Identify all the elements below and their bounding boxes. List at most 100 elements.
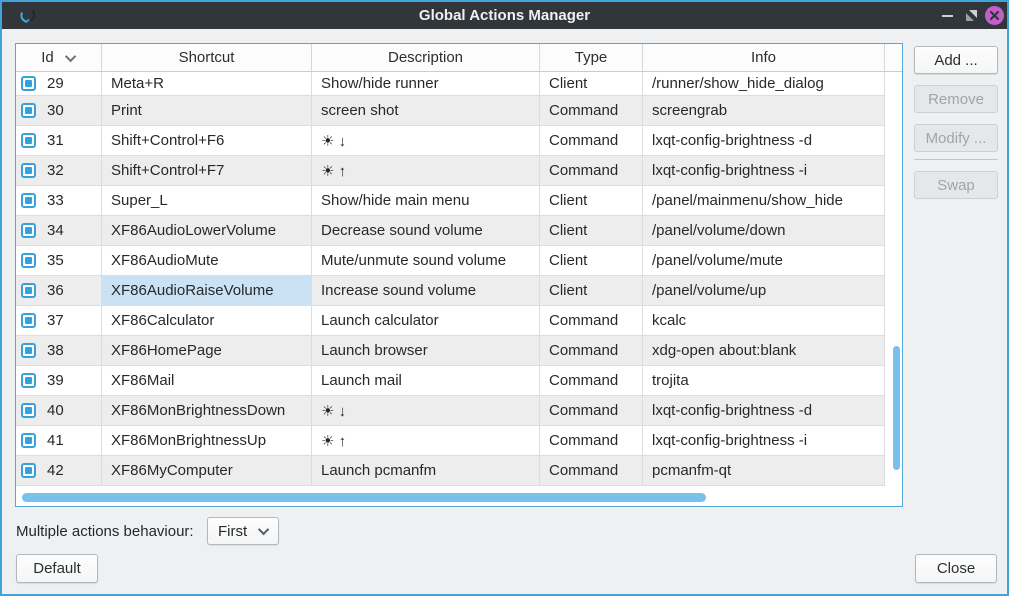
modify-button[interactable]: Modify ... [914, 124, 998, 152]
cell-info[interactable]: /panel/mainmenu/show_hide [643, 186, 885, 216]
column-header-description[interactable]: Description [312, 44, 540, 71]
row-checkbox[interactable] [21, 343, 36, 358]
cell-id[interactable]: 41 [16, 426, 102, 456]
table-row[interactable]: 41 XF86MonBrightnessUp ☀ ↑ Command lxqt-… [16, 426, 902, 456]
row-checkbox[interactable] [21, 223, 36, 238]
cell-shortcut[interactable]: XF86Calculator [102, 306, 312, 336]
cell-info[interactable]: lxqt-config-brightness -d [643, 126, 885, 156]
cell-id[interactable]: 33 [16, 186, 102, 216]
cell-type[interactable]: Client [540, 276, 643, 306]
close-window-button[interactable] [981, 2, 1007, 29]
cell-info[interactable]: lxqt-config-brightness -i [643, 156, 885, 186]
cell-info[interactable]: /panel/volume/down [643, 216, 885, 246]
cell-description[interactable]: Mute/unmute sound volume [312, 246, 540, 276]
cell-id[interactable]: 30 [16, 96, 102, 126]
cell-shortcut[interactable]: XF86MyComputer [102, 456, 312, 486]
cell-info[interactable]: /runner/show_hide_dialog [643, 72, 885, 96]
cell-type[interactable]: Command [540, 126, 643, 156]
vertical-scrollbar-thumb[interactable] [893, 346, 900, 470]
cell-info[interactable]: /panel/volume/up [643, 276, 885, 306]
cell-description[interactable]: Launch mail [312, 366, 540, 396]
cell-description[interactable]: Launch pcmanfm [312, 456, 540, 486]
cell-type[interactable]: Command [540, 306, 643, 336]
cell-shortcut[interactable]: XF86Mail [102, 366, 312, 396]
cell-type[interactable]: Command [540, 456, 643, 486]
cell-id[interactable]: 35 [16, 246, 102, 276]
cell-info[interactable]: kcalc [643, 306, 885, 336]
cell-shortcut[interactable]: Meta+R [102, 72, 312, 96]
row-checkbox[interactable] [21, 373, 36, 388]
cell-type[interactable]: Command [540, 426, 643, 456]
restore-button[interactable] [959, 2, 983, 29]
cell-shortcut[interactable]: Shift+Control+F7 [102, 156, 312, 186]
row-checkbox[interactable] [21, 403, 36, 418]
cell-id[interactable]: 32 [16, 156, 102, 186]
cell-description[interactable]: ☀ ↓ [312, 126, 540, 156]
cell-id[interactable]: 31 [16, 126, 102, 156]
row-checkbox[interactable] [21, 103, 36, 118]
cell-type[interactable]: Command [540, 396, 643, 426]
cell-description[interactable]: Increase sound volume [312, 276, 540, 306]
behaviour-combobox[interactable]: First [207, 517, 279, 545]
cell-description[interactable]: ☀ ↑ [312, 426, 540, 456]
table-row[interactable]: 31 Shift+Control+F6 ☀ ↓ Command lxqt-con… [16, 126, 902, 156]
table-row[interactable]: 30 Print screen shot Command screengrab [16, 96, 902, 126]
table-row[interactable]: 39 XF86Mail Launch mail Command trojita [16, 366, 902, 396]
default-button[interactable]: Default [16, 554, 98, 583]
cell-info[interactable]: lxqt-config-brightness -d [643, 396, 885, 426]
cell-info[interactable]: trojita [643, 366, 885, 396]
table-row[interactable]: 36 XF86AudioRaiseVolume Increase sound v… [16, 276, 902, 306]
cell-description[interactable]: screen shot [312, 96, 540, 126]
table-row[interactable]: 37 XF86Calculator Launch calculator Comm… [16, 306, 902, 336]
cell-type[interactable]: Command [540, 336, 643, 366]
column-header-info[interactable]: Info [643, 44, 885, 71]
cell-info[interactable]: xdg-open about:blank [643, 336, 885, 366]
cell-description[interactable]: Show/hide main menu [312, 186, 540, 216]
table-row[interactable]: 29 Meta+R Show/hide runner Client /runne… [16, 72, 902, 96]
cell-type[interactable]: Client [540, 216, 643, 246]
cell-id[interactable]: 39 [16, 366, 102, 396]
cell-info[interactable]: /panel/volume/mute [643, 246, 885, 276]
row-checkbox[interactable] [21, 133, 36, 148]
cell-shortcut[interactable]: Print [102, 96, 312, 126]
swap-button[interactable]: Swap [914, 171, 998, 199]
cell-description[interactable]: Show/hide runner [312, 72, 540, 96]
remove-button[interactable]: Remove [914, 85, 998, 113]
cell-description[interactable]: ☀ ↓ [312, 396, 540, 426]
minimize-button[interactable] [935, 2, 959, 29]
cell-description[interactable]: Launch browser [312, 336, 540, 366]
row-checkbox[interactable] [21, 283, 36, 298]
cell-id[interactable]: 29 [16, 72, 102, 96]
cell-shortcut[interactable]: XF86MonBrightnessUp [102, 426, 312, 456]
row-checkbox[interactable] [21, 433, 36, 448]
cell-info[interactable]: lxqt-config-brightness -i [643, 426, 885, 456]
cell-info[interactable]: screengrab [643, 96, 885, 126]
cell-id[interactable]: 40 [16, 396, 102, 426]
row-checkbox[interactable] [21, 313, 36, 328]
cell-description[interactable]: Decrease sound volume [312, 216, 540, 246]
cell-id[interactable]: 37 [16, 306, 102, 336]
cell-shortcut[interactable]: XF86HomePage [102, 336, 312, 366]
cell-type[interactable]: Command [540, 366, 643, 396]
cell-type[interactable]: Command [540, 96, 643, 126]
row-checkbox[interactable] [21, 163, 36, 178]
cell-id[interactable]: 34 [16, 216, 102, 246]
cell-description[interactable]: Launch calculator [312, 306, 540, 336]
column-header-type[interactable]: Type [540, 44, 643, 71]
table-row[interactable]: 33 Super_L Show/hide main menu Client /p… [16, 186, 902, 216]
cell-type[interactable]: Client [540, 72, 643, 96]
cell-description[interactable]: ☀ ↑ [312, 156, 540, 186]
row-checkbox[interactable] [21, 463, 36, 478]
cell-shortcut[interactable]: XF86AudioLowerVolume [102, 216, 312, 246]
cell-info[interactable]: pcmanfm-qt [643, 456, 885, 486]
cell-shortcut[interactable]: Shift+Control+F6 [102, 126, 312, 156]
table-row[interactable]: 34 XF86AudioLowerVolume Decrease sound v… [16, 216, 902, 246]
table-row[interactable]: 32 Shift+Control+F7 ☀ ↑ Command lxqt-con… [16, 156, 902, 186]
horizontal-scrollbar-thumb[interactable] [22, 493, 706, 502]
cell-type[interactable]: Command [540, 156, 643, 186]
close-button[interactable]: Close [915, 554, 997, 583]
column-header-shortcut[interactable]: Shortcut [102, 44, 312, 71]
table-row[interactable]: 35 XF86AudioMute Mute/unmute sound volum… [16, 246, 902, 276]
cell-shortcut[interactable]: XF86AudioMute [102, 246, 312, 276]
row-checkbox[interactable] [21, 253, 36, 268]
